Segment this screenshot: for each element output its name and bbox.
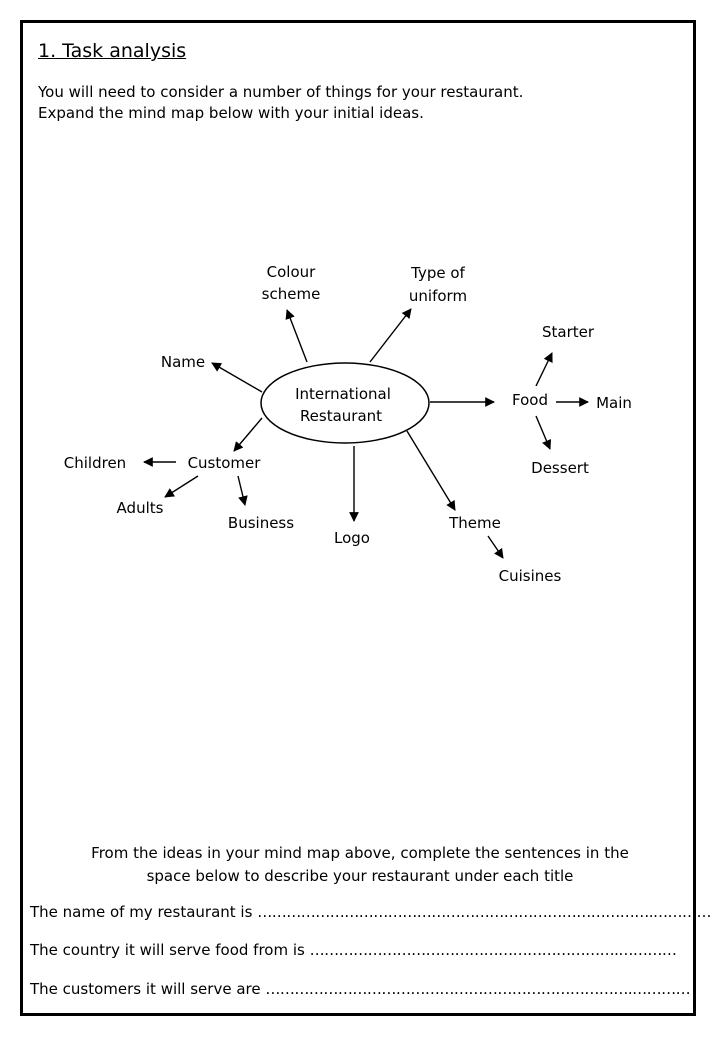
node-theme: Theme (448, 514, 501, 532)
instructions: You will need to consider a number of th… (38, 82, 523, 124)
sentence-label: The customers it will serve are (30, 980, 261, 998)
node-type-of-uniform: uniform (409, 287, 467, 305)
page-frame (20, 20, 696, 1016)
country-sentence: The country it will serve food from is …… (30, 941, 677, 959)
answer-line[interactable]: ……………………………………………………………………….………… (257, 903, 711, 921)
answer-line[interactable]: ……………………………………………………….………… (309, 941, 677, 959)
center-label: Restaurant (300, 407, 382, 425)
node-children: Children (64, 454, 126, 472)
answer-line[interactable]: ………………………………………………………………….………… (265, 980, 691, 998)
node-starter: Starter (542, 323, 595, 341)
page-title: 1. Task analysis (38, 40, 187, 62)
branch-arrow (211, 362, 263, 393)
node-adults: Adults (117, 499, 164, 517)
center-label: International (295, 385, 391, 403)
node-type-of-uniform: Type of (410, 264, 465, 282)
node-food: Food (512, 391, 548, 409)
sentence-instructions: From the ideas in your mind map above, c… (30, 842, 690, 888)
branch-arrow (164, 475, 199, 498)
branch-arrow (487, 535, 504, 559)
instruction-line: Expand the mind map below with your init… (38, 104, 424, 122)
branch-arrow (535, 415, 552, 450)
center-node (260, 362, 430, 444)
restaurant-name-sentence: The name of my restaurant is ……………………………… (30, 903, 711, 921)
branch-arrow (233, 417, 263, 452)
branch-arrow (369, 308, 412, 363)
node-business: Business (228, 514, 294, 532)
prompt-line: space below to describe your restaurant … (146, 867, 574, 885)
node-main: Main (596, 394, 632, 412)
node-name: Name (161, 353, 205, 371)
branch-arrow (535, 352, 553, 387)
customers-sentence: The customers it will serve are ……………………… (30, 980, 691, 998)
node-dessert: Dessert (531, 459, 589, 477)
prompt-line: From the ideas in your mind map above, c… (91, 844, 629, 862)
sentence-label: The name of my restaurant is (30, 903, 253, 921)
node-colour-scheme: Colour (267, 263, 317, 281)
instruction-line: You will need to consider a number of th… (38, 83, 524, 101)
branch-arrow (406, 430, 456, 511)
node-cuisines: Cuisines (499, 567, 562, 585)
node-colour-scheme: scheme (262, 285, 321, 303)
node-logo: Logo (334, 529, 370, 547)
sentence-label: The country it will serve food from is (30, 941, 305, 959)
branch-arrow (237, 475, 248, 506)
branch-arrow (285, 309, 308, 363)
node-customer: Customer (188, 454, 262, 472)
